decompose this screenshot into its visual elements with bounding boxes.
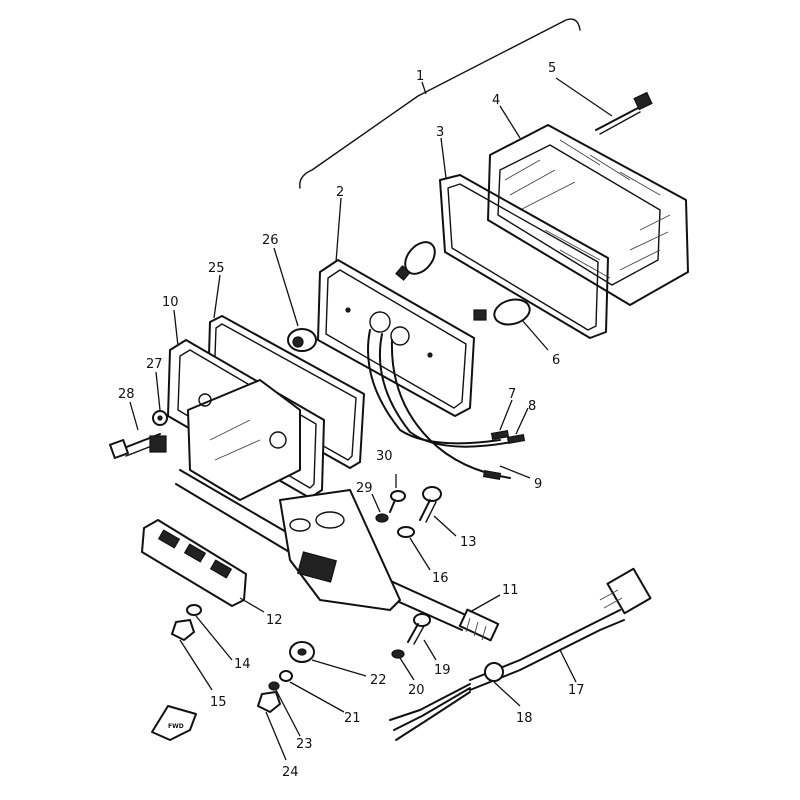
label-1: 1 bbox=[416, 69, 424, 84]
bulb-upper bbox=[395, 241, 436, 281]
label-17: 17 bbox=[568, 683, 585, 698]
washer-16 bbox=[397, 526, 415, 538]
label-25: 25 bbox=[208, 261, 225, 276]
label-9: 9 bbox=[534, 477, 542, 492]
label-15: 15 bbox=[210, 695, 227, 710]
washer-14 bbox=[186, 604, 202, 616]
label-27: 27 bbox=[146, 357, 163, 372]
nut-24 bbox=[257, 691, 281, 713]
label-18: 18 bbox=[516, 711, 533, 726]
screw-13 bbox=[419, 486, 442, 523]
gasket-3 bbox=[439, 174, 609, 339]
lens-frame-10 bbox=[167, 339, 325, 501]
label-4: 4 bbox=[492, 93, 500, 108]
base-plate-2 bbox=[317, 259, 475, 417]
label-5: 5 bbox=[548, 61, 556, 76]
wire-ends bbox=[389, 683, 471, 741]
screw-5 bbox=[595, 91, 653, 135]
label-6: 6 bbox=[552, 353, 560, 368]
label-12: 12 bbox=[266, 613, 283, 628]
label-8: 8 bbox=[528, 399, 536, 414]
label-22: 22 bbox=[370, 673, 387, 688]
bolt-28 bbox=[109, 433, 167, 459]
license-light-housing bbox=[279, 489, 401, 611]
label-10: 10 bbox=[162, 295, 179, 310]
bulb-socket-26 bbox=[287, 328, 317, 352]
grommet-22 bbox=[289, 641, 315, 663]
leader-lines bbox=[129, 77, 613, 761]
nut-20 bbox=[391, 649, 405, 659]
washer-27 bbox=[152, 410, 168, 426]
washer-29 bbox=[375, 513, 389, 523]
collar-21 bbox=[279, 670, 293, 682]
label-19: 19 bbox=[434, 663, 451, 678]
label-20: 20 bbox=[408, 683, 425, 698]
bolt-19 bbox=[407, 613, 431, 645]
front-marker-text: FWD bbox=[168, 723, 184, 730]
part-labels: 1 2 3 4 5 6 7 8 9 10 11 12 13 14 15 16 1… bbox=[118, 61, 585, 780]
label-30: 30 bbox=[376, 449, 393, 464]
label-11: 11 bbox=[502, 583, 519, 598]
plate-12 bbox=[141, 519, 247, 607]
label-21: 21 bbox=[344, 711, 361, 726]
label-23: 23 bbox=[296, 737, 313, 752]
front-arrow-icon: FWD bbox=[151, 705, 197, 741]
label-16: 16 bbox=[432, 571, 449, 586]
label-13: 13 bbox=[460, 535, 477, 550]
bulb-6 bbox=[473, 298, 531, 326]
label-14: 14 bbox=[234, 657, 251, 672]
washer-23 bbox=[268, 681, 280, 691]
label-29: 29 bbox=[356, 481, 373, 496]
label-2: 2 bbox=[336, 185, 344, 200]
label-28: 28 bbox=[118, 387, 135, 402]
label-26: 26 bbox=[262, 233, 279, 248]
label-7: 7 bbox=[508, 387, 516, 402]
label-3: 3 bbox=[436, 125, 444, 140]
assembly-bracket bbox=[299, 18, 581, 189]
label-24: 24 bbox=[282, 765, 299, 780]
nut-15 bbox=[171, 619, 195, 641]
screw-30 bbox=[389, 490, 406, 513]
grommet-18 bbox=[484, 662, 504, 682]
wire-harness bbox=[367, 329, 526, 481]
lens-housing bbox=[487, 124, 689, 306]
